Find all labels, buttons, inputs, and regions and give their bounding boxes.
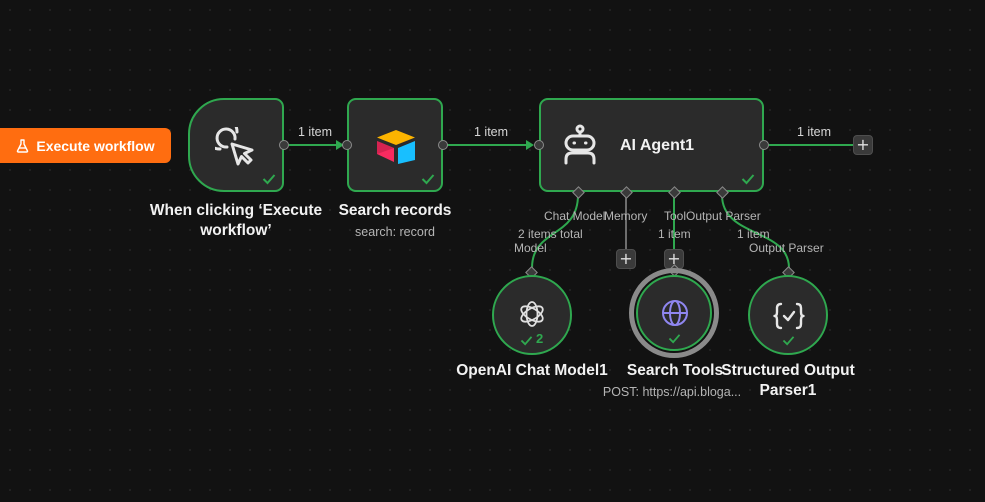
ai-agent-node[interactable]: AI Agent1 xyxy=(539,98,764,192)
add-memory-button[interactable]: + xyxy=(616,249,636,269)
search-records-title: Search records xyxy=(338,202,452,219)
search-records-subtitle: search: record xyxy=(355,225,435,239)
tool-port-label: Tool xyxy=(664,209,687,223)
arrow-head xyxy=(526,140,534,150)
check-icon xyxy=(520,333,533,351)
output-parser-items-count: 1 item xyxy=(737,227,770,241)
check-icon xyxy=(782,333,795,351)
search-tools-title: Search Tools xyxy=(626,362,724,379)
connection-count: 1 item xyxy=(298,125,333,139)
tool-items-count: 1 item xyxy=(658,227,691,241)
globe-icon xyxy=(661,299,689,332)
robot-icon xyxy=(560,124,600,171)
wire-output-parser xyxy=(721,194,790,269)
chat-model-items-count: 2 items total xyxy=(518,227,583,241)
search-records-node[interactable] xyxy=(347,98,443,192)
run-count-badge: 2 xyxy=(536,331,544,346)
search-tools-node[interactable] xyxy=(636,275,712,351)
trigger-node[interactable] xyxy=(188,98,284,192)
braces-check-icon xyxy=(773,301,805,336)
output-parser-port-label: Output Parser xyxy=(686,209,761,223)
openai-port-label: Model xyxy=(514,241,547,255)
check-icon xyxy=(262,172,276,190)
ai-agent-input-handle[interactable] xyxy=(534,140,544,150)
wire-chat-model xyxy=(531,194,579,269)
selection-ring xyxy=(629,268,719,358)
execute-workflow-button[interactable]: Execute workflow xyxy=(0,128,171,163)
cursor-click-icon xyxy=(201,113,257,174)
openai-chat-model-title: OpenAI Chat Model1 xyxy=(456,362,608,379)
chat-model-port-label: Chat Model xyxy=(544,209,606,223)
ai-agent-output-handle[interactable] xyxy=(759,140,769,150)
check-icon xyxy=(421,172,435,190)
trigger-output-handle[interactable] xyxy=(279,140,289,150)
connection-count: 1 item xyxy=(474,125,509,139)
trigger-title: When clicking ‘Execute workflow’ xyxy=(149,202,323,239)
arrow-head xyxy=(336,140,344,150)
structured-output-parser-node[interactable] xyxy=(748,275,828,355)
check-icon xyxy=(741,172,755,190)
search-records-output-handle[interactable] xyxy=(438,140,448,150)
memory-port-label: Memory xyxy=(604,209,648,223)
search-records-input-handle[interactable] xyxy=(342,140,352,150)
search-tools-subtitle: POST: https://api.bloga... xyxy=(602,385,742,399)
add-node-button[interactable]: + xyxy=(853,135,873,155)
airtable-logo xyxy=(375,129,417,170)
check-icon xyxy=(668,331,681,349)
structured-output-parser-title: Structured Output Parser1 xyxy=(721,362,855,399)
parser-port-label: Output Parser xyxy=(749,241,824,255)
ai-agent-title: AI Agent1 xyxy=(620,137,695,154)
add-tool-button[interactable]: + xyxy=(664,249,684,269)
connection-count: 1 item xyxy=(797,125,832,139)
execute-workflow-label: Execute workflow xyxy=(36,137,155,154)
flask-icon xyxy=(16,138,29,153)
openai-logo xyxy=(516,298,548,335)
openai-chat-model-node[interactable]: 2 xyxy=(492,275,572,355)
